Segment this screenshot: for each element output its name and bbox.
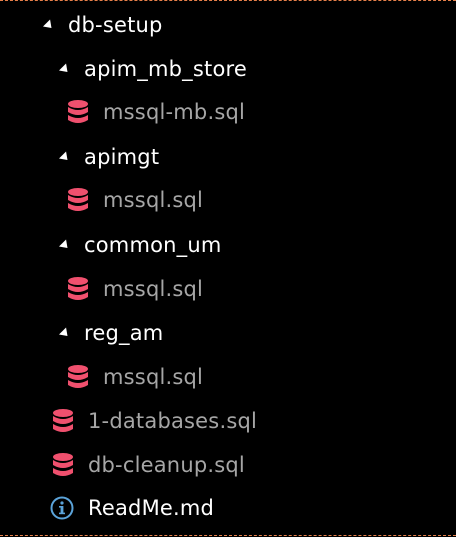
- chevron-down-icon[interactable]: [58, 326, 72, 340]
- folder-label: apimgt: [84, 145, 160, 169]
- tree-item-apim-mb-store[interactable]: apim_mb_store: [0, 53, 456, 85]
- tree-item-mssql-mb-sql[interactable]: mssql-mb.sql: [0, 96, 456, 128]
- tree-item-common-um[interactable]: common_um: [0, 229, 456, 261]
- info-icon: [50, 496, 74, 520]
- folder-label: common_um: [84, 233, 222, 257]
- file-label: mssql.sql: [103, 277, 204, 301]
- folder-label: db-setup: [68, 13, 163, 37]
- database-icon: [53, 409, 73, 432]
- tree-item-1-databases-sql[interactable]: 1-databases.sql: [0, 405, 456, 437]
- file-label: mssql.sql: [103, 365, 204, 389]
- chevron-down-icon[interactable]: [42, 18, 56, 32]
- chevron-down-icon[interactable]: [58, 62, 72, 76]
- file-label: 1-databases.sql: [88, 409, 258, 433]
- tree-item-apimgt[interactable]: apimgt: [0, 141, 456, 173]
- folder-label: reg_am: [84, 321, 164, 345]
- tree-item-reg-am[interactable]: reg_am: [0, 317, 456, 349]
- file-label: db-cleanup.sql: [88, 453, 245, 477]
- tree-item-db-cleanup-sql[interactable]: db-cleanup.sql: [0, 449, 456, 481]
- tree-item-mssql-sql[interactable]: mssql.sql: [0, 184, 456, 216]
- file-label: ReadMe.md: [88, 496, 215, 520]
- database-icon: [53, 453, 73, 476]
- chevron-down-icon[interactable]: [58, 150, 72, 164]
- chevron-down-icon[interactable]: [58, 238, 72, 252]
- database-icon: [68, 277, 88, 300]
- file-label: mssql-mb.sql: [103, 100, 246, 124]
- folder-label: apim_mb_store: [84, 57, 247, 81]
- database-icon: [68, 100, 88, 123]
- database-icon: [68, 188, 88, 211]
- tree-item-db-setup[interactable]: db-setup: [0, 9, 456, 41]
- file-label: mssql.sql: [103, 188, 204, 212]
- tree-item-mssql-sql[interactable]: mssql.sql: [0, 361, 456, 393]
- tree-item-readme-md[interactable]: ReadMe.md: [0, 492, 456, 524]
- database-icon: [68, 365, 88, 388]
- tree-item-mssql-sql[interactable]: mssql.sql: [0, 273, 456, 305]
